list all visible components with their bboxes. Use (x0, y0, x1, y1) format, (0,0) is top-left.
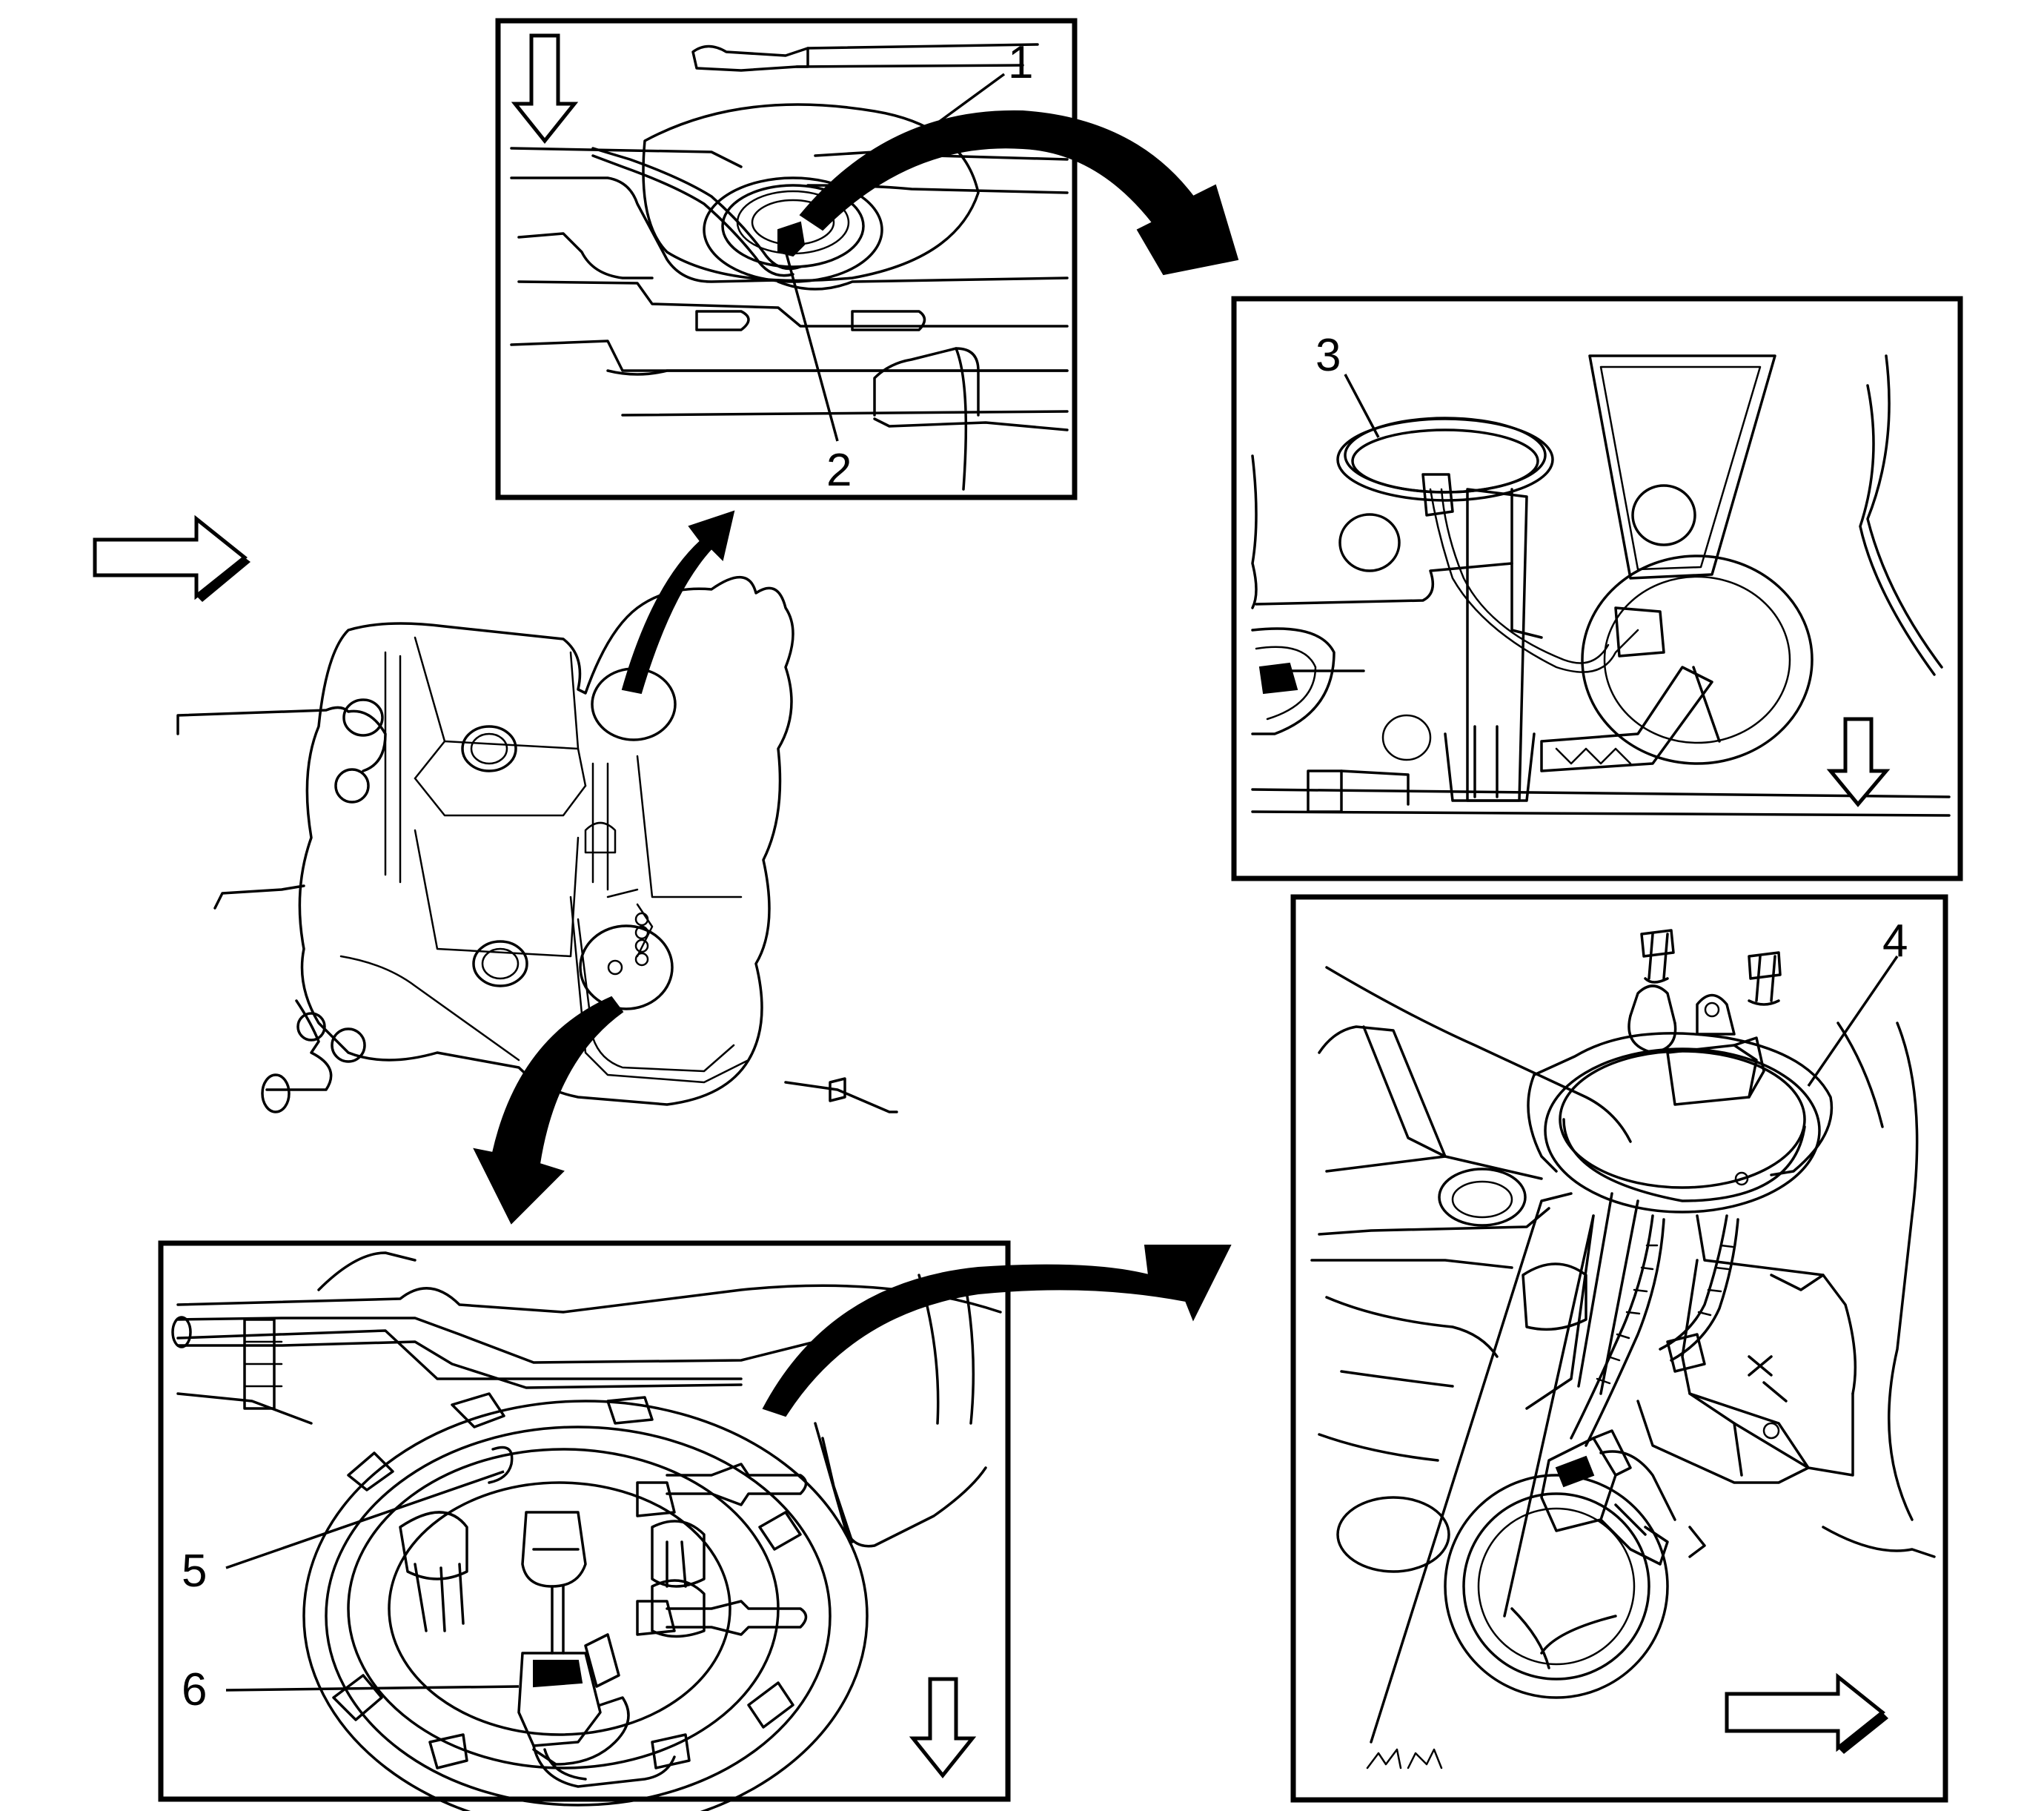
view-direction-arrow-top (511, 33, 579, 145)
view-direction-arrow-tank (93, 514, 250, 602)
curved-arrow-icon (473, 996, 624, 1225)
callout-6: 6 (182, 1664, 520, 1715)
callout-4: 4 (1807, 916, 1908, 1087)
fuel-tank-view (93, 510, 898, 1225)
view-direction-arrow-bottom-right (1725, 1672, 1888, 1754)
view-direction-arrow-bottom-left (909, 1677, 977, 1779)
detail-panel-top: 1 2 (495, 18, 1239, 500)
svg-text:5: 5 (182, 1546, 207, 1597)
svg-text:1: 1 (1008, 37, 1033, 88)
callout-2: 2 (780, 236, 852, 496)
detail-panel-pump-module: 4 (1290, 894, 1948, 1803)
detail-panel-pump-removal: 3 (1231, 296, 1963, 881)
view-direction-arrow-right (1826, 717, 1891, 807)
callout-5: 5 (182, 1470, 505, 1597)
callout-3: 3 (1315, 330, 1380, 438)
svg-text:6: 6 (182, 1664, 207, 1715)
svg-text:3: 3 (1315, 330, 1341, 381)
curved-arrow-icon (762, 1245, 1232, 1417)
svg-text:2: 2 (826, 445, 852, 496)
callout-1: 1 (810, 37, 1033, 216)
curved-arrow-icon (799, 110, 1239, 276)
svg-text:4: 4 (1882, 916, 1908, 967)
curved-arrow-icon (621, 510, 735, 695)
detail-panel-module-connectors: 5 6 (158, 1240, 1232, 1811)
